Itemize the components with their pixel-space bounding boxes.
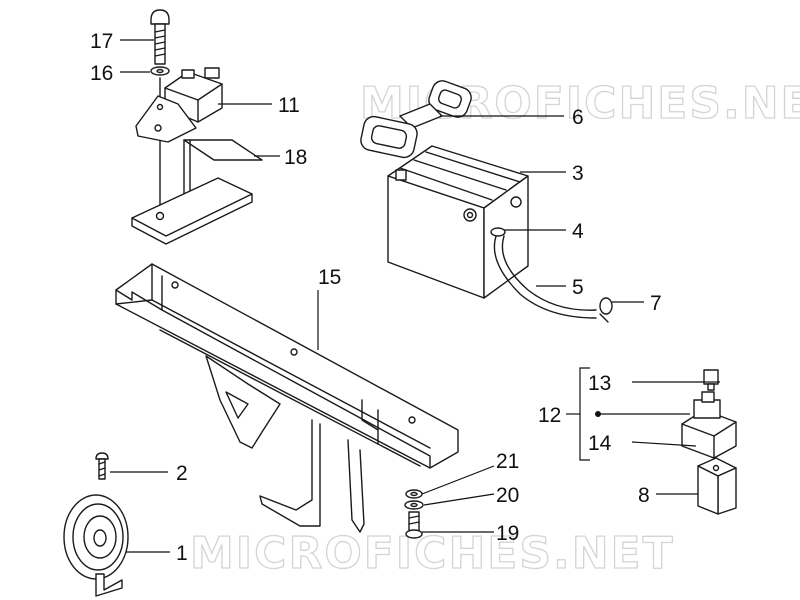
callout-19: 19 <box>496 522 519 545</box>
frame-bracket-part-15 <box>115 263 459 533</box>
washer-part-16 <box>150 66 170 76</box>
callout-2: 2 <box>176 462 188 485</box>
vent-hose-part-5 <box>493 235 597 319</box>
callout-13: 13 <box>588 372 611 395</box>
bolt-part-17 <box>150 9 170 65</box>
screw-part-2 <box>95 452 109 480</box>
callout-12: 12 <box>538 404 561 427</box>
callout-20: 20 <box>496 484 519 507</box>
callout-4: 4 <box>572 220 584 243</box>
callout-5: 5 <box>572 276 584 299</box>
clip-part-4 <box>490 227 506 237</box>
callout-21: 21 <box>496 450 519 473</box>
callout-11: 11 <box>278 94 300 117</box>
callout-6: 6 <box>572 106 584 129</box>
relay-part-11 <box>135 67 223 143</box>
fuse-part-13 <box>703 369 719 391</box>
callout-1: 1 <box>176 542 188 565</box>
bracket-part-18 <box>131 139 263 245</box>
washer-part-20 <box>404 500 424 510</box>
watermark-bottom: MICROFICHES.NET <box>190 528 675 579</box>
callout-8: 8 <box>638 484 650 507</box>
bracket-part-8 <box>697 457 737 515</box>
leader-lines <box>110 39 720 553</box>
bolt-part-19 <box>405 511 423 539</box>
callout-17: 17 <box>90 30 113 53</box>
starter-relay-part-14 <box>681 391 737 459</box>
horn-part-1 <box>63 494 129 597</box>
callout-16: 16 <box>90 62 113 85</box>
callout-14: 14 <box>588 432 612 455</box>
callout-15: 15 <box>318 266 341 289</box>
callout-18: 18 <box>284 146 307 169</box>
callout-7: 7 <box>650 292 662 315</box>
battery-part-3 <box>387 145 529 299</box>
callout-3: 3 <box>572 162 584 185</box>
clamp-part-7 <box>599 297 613 323</box>
nut-part-21 <box>405 489 423 499</box>
group-bullet-12 <box>595 411 601 417</box>
battery-cable-part-6 <box>360 80 472 159</box>
